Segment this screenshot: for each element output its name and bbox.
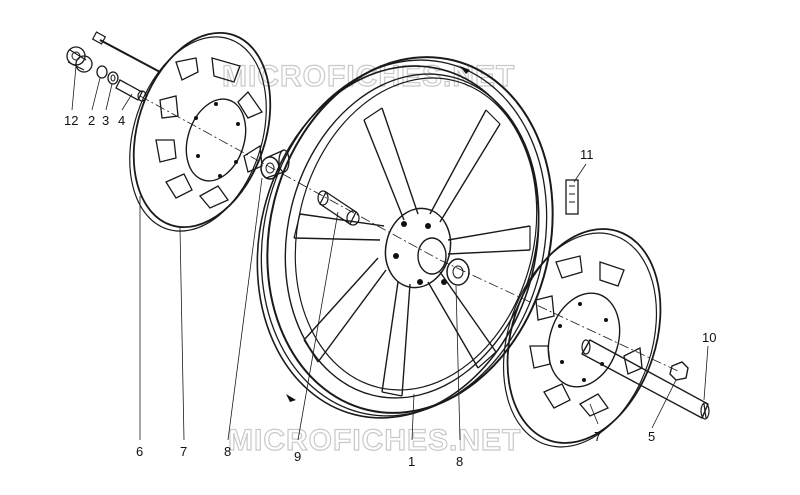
label-part-8-left: 8: [224, 444, 231, 459]
leader-lines: [71, 65, 709, 441]
label-part-4: 4: [118, 113, 125, 128]
spacer-part-12: [66, 46, 93, 73]
wheel-spokes: [293, 107, 531, 397]
wheel-rim: [256, 56, 554, 419]
label-part-3: 3: [102, 113, 109, 128]
axis-lines: [139, 95, 681, 373]
washer-part-3: [107, 71, 119, 85]
axle-part-10: [581, 339, 710, 420]
label-part-1: 1: [408, 454, 415, 469]
label-part-2: 2: [88, 113, 95, 128]
nut-part-5: [669, 361, 689, 381]
label-part-7-right: 7: [594, 429, 601, 444]
label-part-9: 9: [294, 449, 301, 464]
label-part-11: 11: [580, 147, 594, 162]
watermark-bottom: MICROFICHES.NET: [228, 424, 521, 457]
label-part-8-right: 8: [456, 454, 463, 469]
washer-part-2: [96, 65, 108, 79]
label-part-5: 5: [648, 429, 655, 444]
label-part-7-left: 7: [180, 444, 187, 459]
right-bearing: [446, 258, 470, 286]
hub-spacer: [317, 190, 360, 226]
wheel-hub: [384, 207, 452, 289]
label-part-6: 6: [136, 444, 143, 459]
label-part-12: 12: [64, 113, 78, 128]
bushing-part-4: [115, 79, 147, 102]
axle-bolt: [91, 31, 161, 73]
label-plate-part-11: [565, 179, 579, 215]
left-brake-disc: [129, 31, 272, 232]
label-part-10: 10: [702, 330, 716, 345]
